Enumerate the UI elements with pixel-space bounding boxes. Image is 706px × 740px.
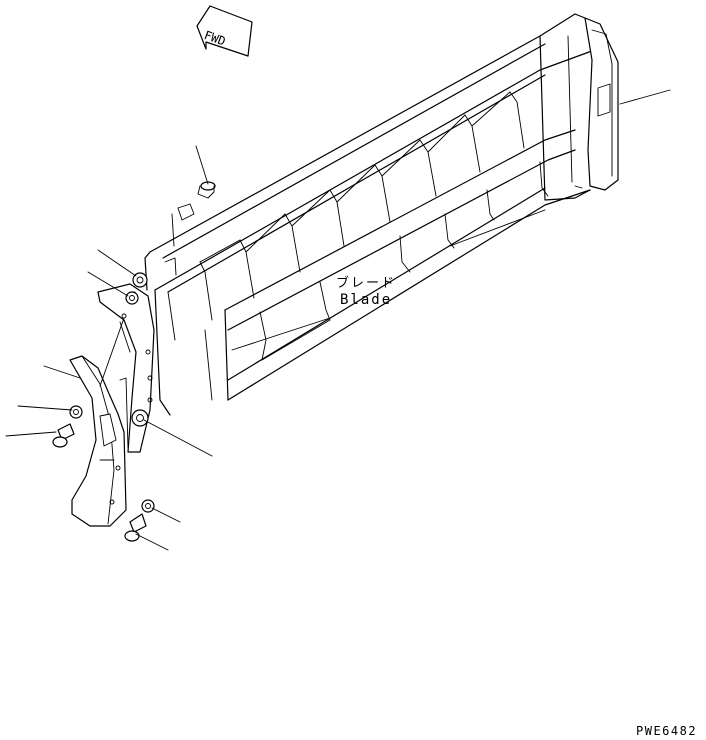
- hardware-fasteners: [52, 181, 216, 542]
- washer-icon: [131, 409, 149, 427]
- front-side-plate: [69, 355, 129, 527]
- fwd-arrow-icon: [196, 5, 253, 57]
- drawing-reference-code: PWE6482: [636, 724, 698, 738]
- bolt-icon: [52, 423, 75, 448]
- part-label-japanese: ブレード: [336, 276, 397, 291]
- leader-lines: [5, 89, 671, 551]
- washer-icon: [125, 291, 139, 305]
- washer-icon: [141, 499, 155, 513]
- bolt-icon: [197, 181, 216, 199]
- blade-body: [144, 13, 601, 416]
- washer-icon: [132, 272, 148, 288]
- washer-icon: [69, 405, 83, 419]
- right-end-plate: [539, 17, 619, 201]
- part-label-english: Blade: [340, 292, 393, 308]
